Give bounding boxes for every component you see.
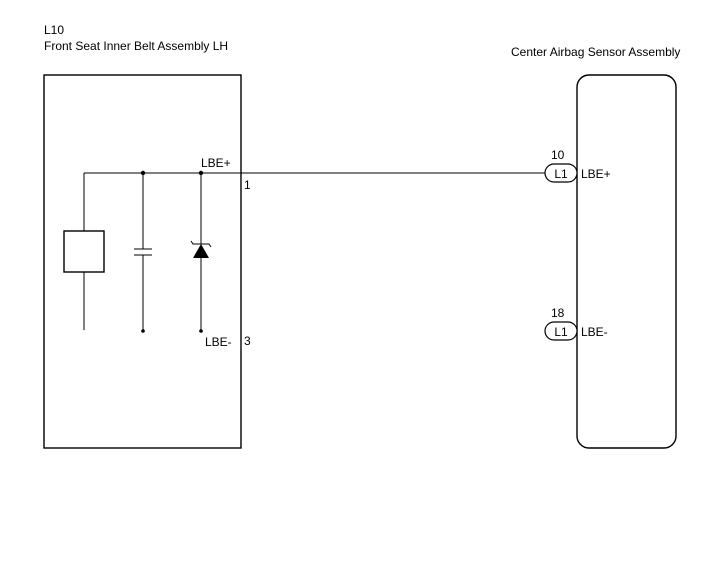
junction-dot — [140, 170, 146, 176]
terminal-dot — [141, 329, 145, 333]
left-pin-signal-lbe-plus: LBE+ — [201, 156, 231, 170]
connector-l1-pin10 — [544, 163, 578, 183]
right-pin-signal-lbe-minus: LBE- — [581, 325, 608, 339]
left-component-name: Front Seat Inner Belt Assembly LH — [44, 39, 228, 53]
left-pin-number-3: 3 — [244, 334, 251, 348]
connector-l1-label: L1 — [554, 167, 568, 181]
right-pin-number-18: 18 — [551, 306, 565, 320]
terminal-dot — [199, 329, 203, 333]
right-component-box — [576, 74, 677, 449]
left-component-code: L10 — [44, 23, 64, 37]
right-pin-signal-lbe-plus: LBE+ — [581, 167, 611, 181]
zener-bar — [190, 240, 212, 248]
right-pin-number-10: 10 — [551, 148, 565, 162]
coil-symbol — [63, 230, 105, 273]
left-pin-signal-lbe-minus: LBE- — [205, 335, 232, 349]
zener-diode-symbol — [193, 244, 209, 258]
connector-l1-pin18 — [544, 321, 578, 341]
internal-circuit — [63, 170, 241, 333]
right-component-name: Center Airbag Sensor Assembly — [511, 45, 680, 59]
left-pin-number-1: 1 — [244, 178, 251, 192]
junction-dot — [198, 170, 204, 176]
connector-l1-label: L1 — [554, 325, 568, 339]
left-component-box — [43, 74, 242, 449]
